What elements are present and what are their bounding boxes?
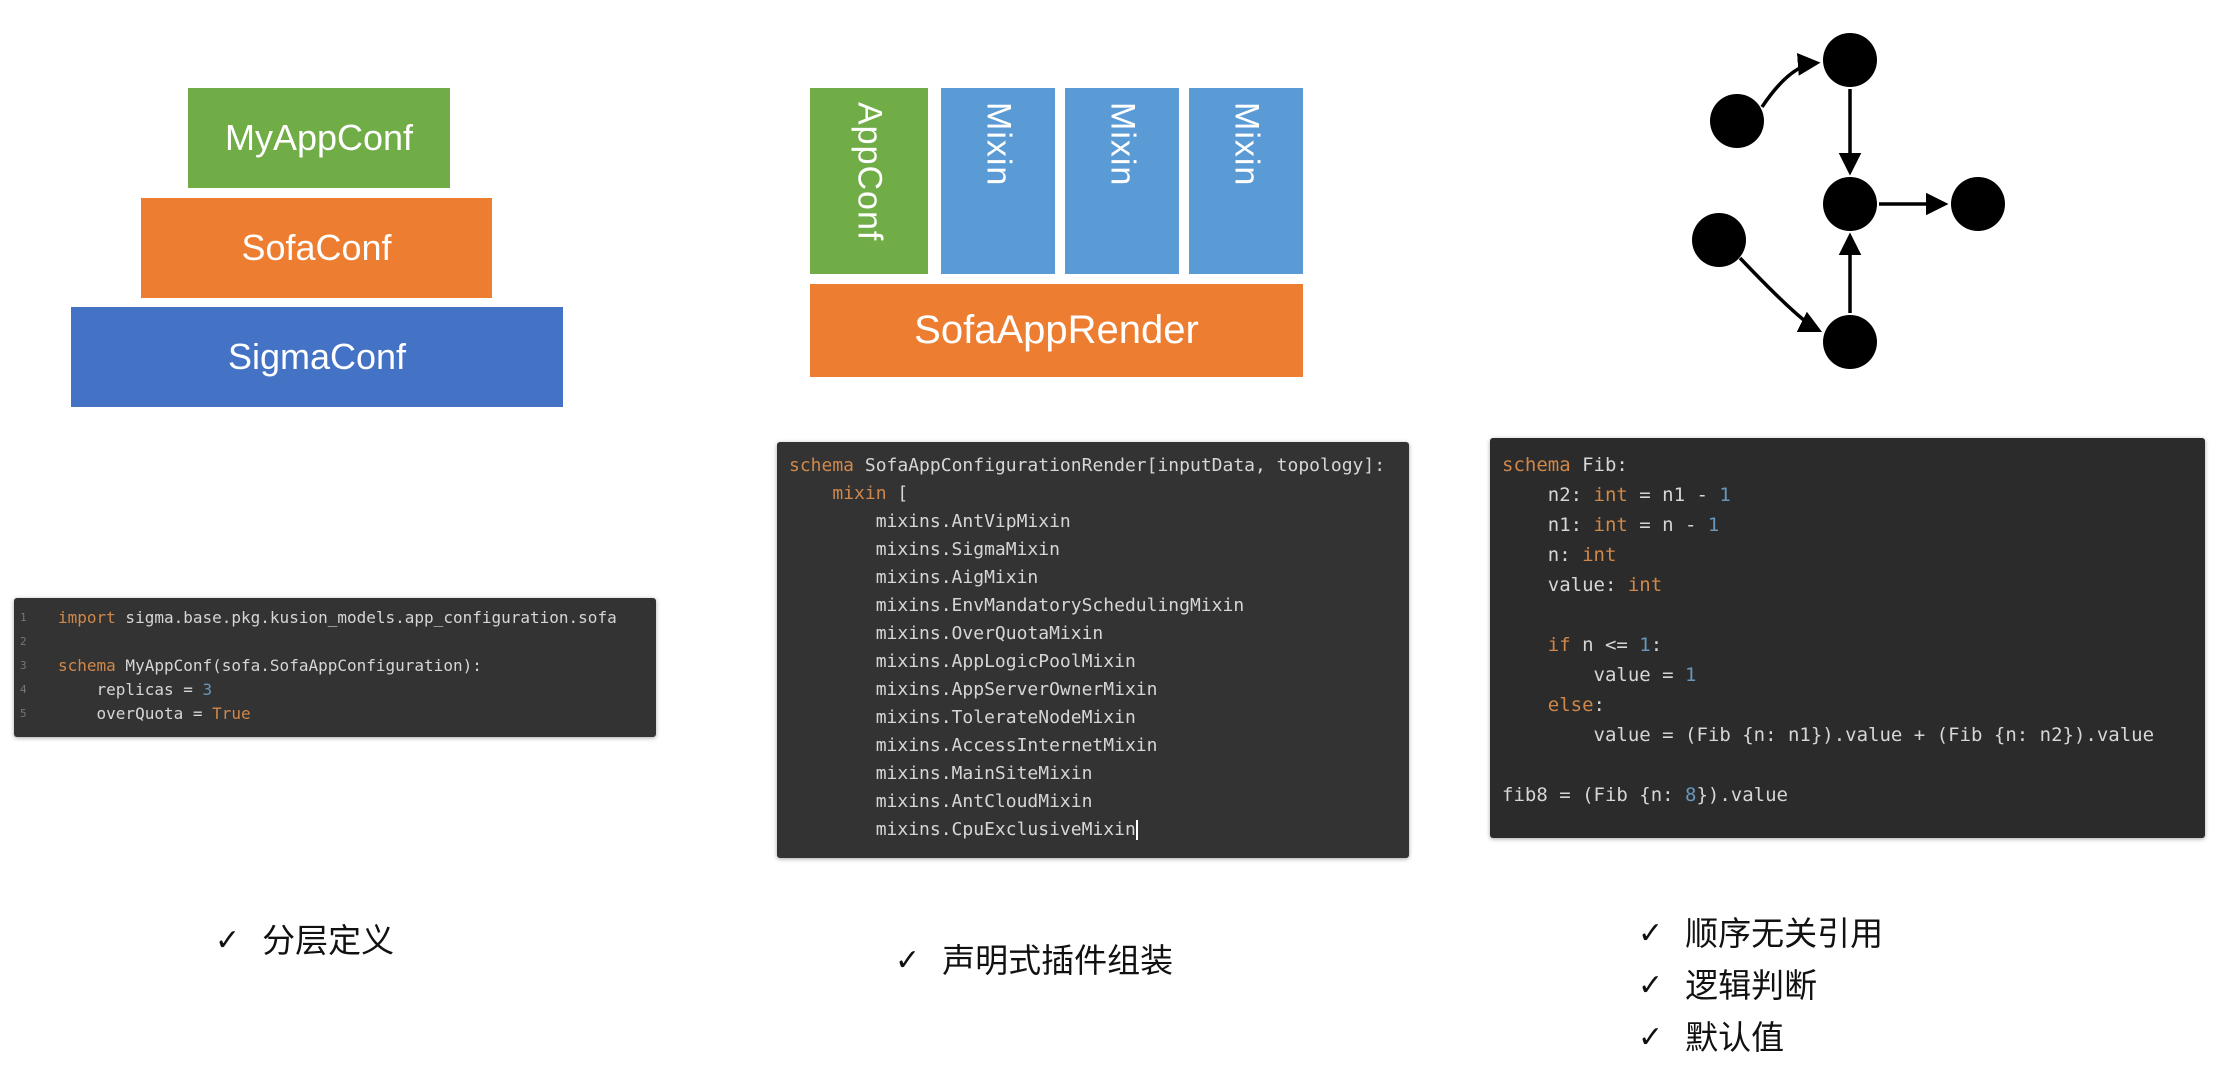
check-icon: ✓ — [1638, 1021, 1664, 1054]
line-number: 1 — [20, 611, 27, 624]
dag-edge-e-to-f — [1738, 256, 1823, 333]
right-bullets: ✓ 顺序无关引用 ✓ 逻辑判断 ✓ 默认值 — [1638, 908, 1883, 1064]
code-line: mixins.OverQuotaMixin — [789, 623, 1104, 644]
sofaapprender-block: SofaAppRender — [810, 284, 1303, 377]
code-line — [1502, 750, 2154, 780]
bullet-item: ✓ 逻辑判断 — [1638, 960, 1883, 1012]
line-number: 5 — [20, 707, 27, 720]
code-line: else: — [1547, 694, 1605, 716]
code-line: value: int — [1502, 574, 1663, 596]
mixin-block-2: Mixin — [1065, 88, 1179, 274]
line-number: 3 — [20, 659, 27, 672]
code-content-middle: schema SofaAppConfigurationRender[inputD… — [777, 442, 1397, 858]
dag-edge-a-to-b — [1760, 53, 1821, 108]
code-line: mixins.AppLogicPoolMixin — [789, 651, 1136, 672]
bullet-item: ✓ 顺序无关引用 — [1638, 908, 1883, 960]
code-editor-left: 1 2 3 4 5 import sigma.base.pkg.kusion_model… — [14, 598, 656, 737]
check-icon: ✓ — [1638, 969, 1664, 1002]
code-line: schema MyAppConf(sofa.SofaAppConfigurati… — [58, 656, 482, 675]
dag-node-d — [1951, 177, 2005, 231]
code-line: mixins.AntVipMixin — [789, 511, 1071, 532]
code-line: import sigma.base.pkg.kusion_models.app_… — [58, 608, 617, 627]
code-editor-right: schema Fib: n2: int = n1 - 1 n1: int = n… — [1490, 438, 2205, 838]
pyramid-block-sigmaconf: SigmaConf — [71, 307, 563, 407]
pyramid-block-sofaconf: SofaConf — [141, 198, 492, 298]
code-line: mixins.TolerateNodeMixin — [789, 707, 1136, 728]
code-line: fib8 = (Fib {n: 8}).value — [1502, 784, 1788, 806]
dag-node-e — [1692, 213, 1746, 267]
bullet-item: ✓ 默认值 — [1638, 1012, 1883, 1064]
bullet-label: 声明式插件组装 — [942, 942, 1174, 979]
code-line: n1: int = n - 1 — [1502, 514, 1720, 536]
pyramid-block-myappconf: MyAppConf — [188, 88, 450, 188]
bullet-label: 分层定义 — [262, 922, 395, 959]
bullet-label: 顺序无关引用 — [1685, 915, 1884, 952]
code-line: mixins.AppServerOwnerMixin — [789, 679, 1158, 700]
code-line: mixin [ — [832, 483, 909, 504]
code-line: mixins.SigmaMixin — [789, 539, 1060, 560]
dag-node-f — [1823, 315, 1877, 369]
check-icon: ✓ — [215, 924, 241, 957]
code-line — [1502, 600, 2154, 630]
code-line: value = (Fib {n: n1}).value + (Fib {n: n… — [1502, 724, 2155, 746]
code-line — [58, 630, 617, 654]
bullet-label: 逻辑判断 — [1685, 967, 1818, 1004]
dag-node-b — [1823, 33, 1877, 87]
code-line: if n <= 1: — [1547, 634, 1663, 656]
line-number: 2 — [20, 635, 27, 648]
code-line: n: int — [1502, 544, 1617, 566]
code-line: value = 1 — [1502, 664, 1697, 686]
code-line: mixins.AigMixin — [789, 567, 1039, 588]
code-line: mixins.AntCloudMixin — [789, 791, 1093, 812]
code-line: replicas = 3 — [58, 680, 213, 699]
dag-diagram — [1692, 33, 2005, 369]
line-number-gutter: 1 2 3 4 5 — [14, 598, 46, 737]
check-icon: ✓ — [1638, 917, 1664, 950]
code-line: mixins.CpuExclusiveMixin — [789, 819, 1138, 840]
middle-bullets: ✓ 声明式插件组装 — [895, 935, 1173, 987]
dag-node-a — [1710, 94, 1764, 148]
mixin-block-3: Mixin — [1189, 88, 1303, 274]
bullet-label: 默认值 — [1685, 1019, 1785, 1056]
code-line: mixins.AccessInternetMixin — [789, 735, 1158, 756]
line-number: 4 — [20, 683, 27, 696]
code-line: n2: int = n1 - 1 — [1502, 484, 1731, 506]
code-line: mixins.EnvMandatorySchedulingMixin — [789, 595, 1245, 616]
check-icon: ✓ — [895, 944, 921, 977]
code-line: schema Fib: — [1502, 454, 1628, 476]
left-bullets: ✓ 分层定义 — [215, 915, 394, 967]
code-line: mixins.MainSiteMixin — [789, 763, 1093, 784]
code-line: overQuota = True — [58, 704, 251, 723]
dag-node-c — [1823, 177, 1877, 231]
appconf-block: AppConf — [810, 88, 928, 274]
bullet-item: ✓ 分层定义 — [215, 915, 394, 967]
code-content-right: schema Fib: n2: int = n1 - 1 n1: int = n… — [1490, 438, 2166, 838]
mixin-block-1: Mixin — [941, 88, 1055, 274]
bullet-item: ✓ 声明式插件组装 — [895, 935, 1173, 987]
code-editor-middle: schema SofaAppConfigurationRender[inputD… — [777, 442, 1409, 858]
code-line: schema SofaAppConfigurationRender[inputD… — [789, 455, 1386, 476]
code-content-left: import sigma.base.pkg.kusion_models.app_… — [46, 598, 629, 737]
